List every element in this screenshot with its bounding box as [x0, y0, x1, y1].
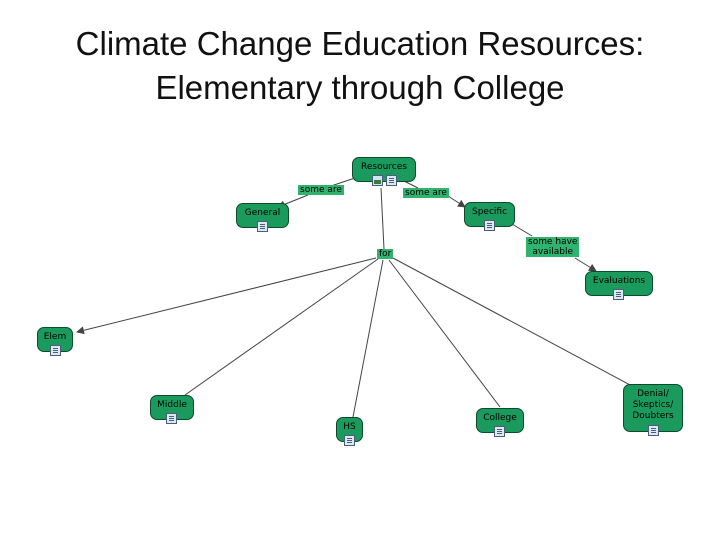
node-specific[interactable]: Specific — [464, 202, 515, 231]
node-specific-label: Specific — [471, 207, 508, 217]
node-evaluations[interactable]: Evaluations — [585, 271, 653, 300]
link-label-some-are-general: some are — [298, 185, 344, 195]
node-evaluations-label: Evaluations — [592, 276, 646, 286]
slide-title: Climate Change Education Resources: Elem… — [0, 22, 720, 110]
link-label-some-are-specific: some are — [403, 188, 449, 198]
title-line-1: Climate Change Education Resources: — [75, 25, 645, 62]
document-icon[interactable] — [50, 345, 61, 356]
document-icon[interactable] — [166, 413, 177, 424]
document-icon[interactable] — [648, 425, 659, 436]
node-denial-line-2: Skeptics/ — [632, 400, 674, 410]
node-hs[interactable]: HS — [336, 417, 363, 446]
node-general[interactable]: General — [236, 203, 289, 232]
node-elem[interactable]: Elem — [37, 327, 73, 356]
node-denial-line-3: Doubters — [632, 411, 674, 421]
node-elem-label: Elem — [43, 332, 67, 342]
node-resources[interactable]: Resources — [352, 157, 416, 186]
image-icon[interactable] — [372, 175, 383, 186]
connector-someare-specific — [447, 195, 466, 208]
connector-for-elem — [76, 257, 377, 335]
node-denial-skeptics-doubters[interactable]: Denial/ Skeptics/ Doubters — [623, 384, 683, 436]
link-label-some-have-available: some have available — [526, 237, 580, 257]
node-general-label: General — [244, 208, 281, 218]
document-icon[interactable] — [484, 220, 495, 231]
node-middle[interactable]: Middle — [150, 395, 194, 424]
connector-somehave-evaluations — [574, 257, 597, 272]
link-label-for: for — [377, 249, 394, 259]
connector-for-middle — [184, 258, 379, 396]
document-icon[interactable] — [494, 426, 505, 437]
link-label-some-have: some have — [528, 237, 578, 247]
node-denial-line-1: Denial/ — [637, 389, 669, 399]
link-label-available: available — [532, 247, 574, 257]
document-icon[interactable] — [344, 435, 355, 446]
document-icon[interactable] — [257, 221, 268, 232]
connector-for-denial — [392, 257, 633, 387]
node-college-label: College — [483, 413, 517, 423]
connector-specific-somehave — [511, 223, 533, 237]
node-hs-label: HS — [343, 422, 356, 432]
node-resources-label: Resources — [361, 162, 407, 172]
document-icon[interactable] — [386, 175, 397, 186]
connector-resources-for — [380, 187, 385, 250]
node-college[interactable]: College — [476, 408, 524, 437]
connector-for-hs — [352, 259, 384, 418]
node-middle-label: Middle — [157, 400, 187, 410]
title-line-2: Elementary through College — [155, 69, 565, 106]
connector-for-college — [388, 259, 501, 408]
document-icon[interactable] — [613, 289, 624, 300]
